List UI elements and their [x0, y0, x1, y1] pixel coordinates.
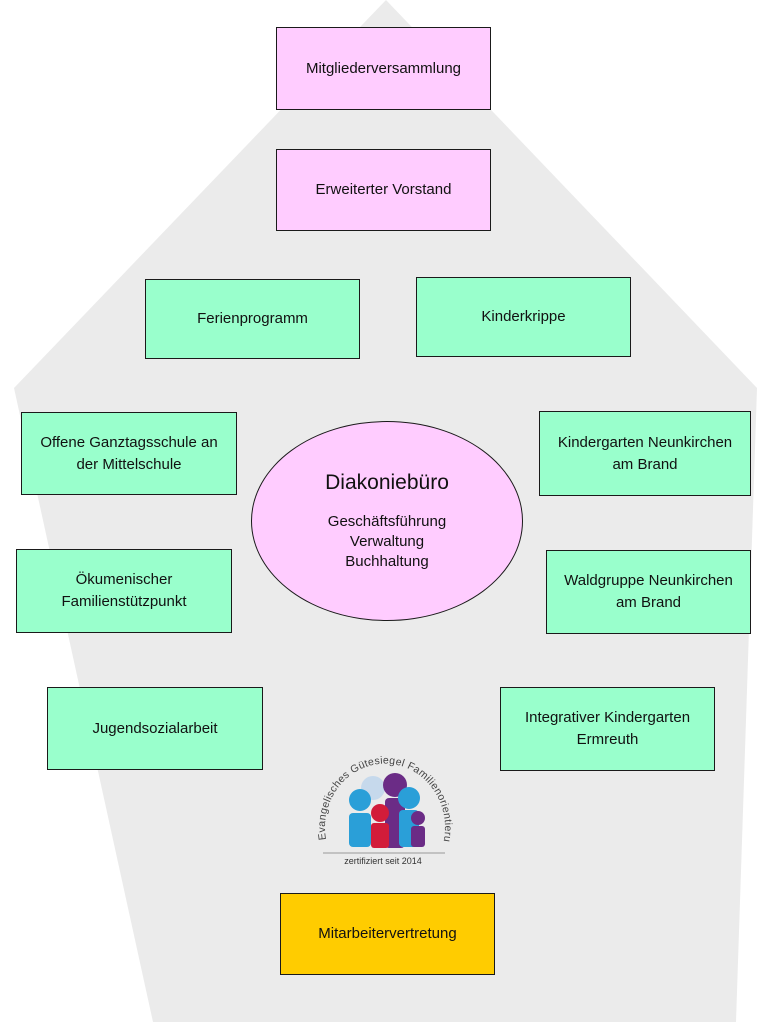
- seal-family-icon: [349, 773, 425, 848]
- staff-representation-label: Mitarbeitervertretung: [318, 925, 457, 942]
- kindergarten-neunkirchen-label: Kindergarten Neunkirchen am Brand: [557, 433, 733, 473]
- forest-group-box: Waldgruppe Neunkirchen am Brand: [546, 550, 751, 634]
- all-day-school-box: Offene Ganztagsschule an der Mittelschul…: [21, 412, 237, 495]
- all-day-school-label: Offene Ganztagsschule an der Mittelschul…: [40, 433, 218, 473]
- diakonie-office-title: Diakoniebüro: [325, 471, 449, 494]
- administration-label: Verwaltung: [349, 533, 425, 550]
- holiday-program-box: Ferienprogramm: [145, 279, 360, 359]
- nursery-box: Kinderkrippe: [416, 277, 631, 357]
- kindergarten-neunkirchen-box: Kindergarten Neunkirchen am Brand: [539, 411, 751, 496]
- accounting-label: Buchhaltung: [345, 553, 429, 570]
- extended-board-box: Erweiterter Vorstand: [276, 149, 491, 231]
- youth-social-work-box: Jugendsozialarbeit: [47, 687, 263, 770]
- family-seal-logo: Evangelisches Gütesiegel Familienorienti…: [305, 740, 454, 854]
- family-center-box: Ökumenischer Familienstützpunkt: [16, 549, 232, 633]
- youth-social-work-label: Jugendsozialarbeit: [92, 719, 218, 737]
- integrative-kindergarten-box: Integrativer Kindergarten Ermreuth: [500, 687, 715, 771]
- seal-caption: zertifiziert seit 2014: [344, 856, 422, 866]
- holiday-program-label: Ferienprogramm: [197, 310, 308, 327]
- general-meeting-label: Mitgliederversammlung: [305, 59, 462, 77]
- general-meeting-box: Mitgliederversammlung: [276, 27, 491, 110]
- integrative-kindergarten-label: Integrativer Kindergarten Ermreuth: [524, 709, 691, 748]
- family-center-label: Ökumenischer Familienstützpunkt: [61, 571, 187, 610]
- management-label: Geschäftsführung: [327, 513, 447, 530]
- diakonie-office-ellipse: Diakoniebüro Geschäftsführung Verwaltung…: [251, 421, 523, 621]
- staff-representation-box: Mitarbeitervertretung: [280, 893, 495, 975]
- extended-board-label: Erweiterter Vorstand: [315, 181, 452, 198]
- forest-group-label: Waldgruppe Neunkirchen am Brand: [564, 572, 733, 611]
- nursery-label: Kinderkrippe: [481, 308, 566, 325]
